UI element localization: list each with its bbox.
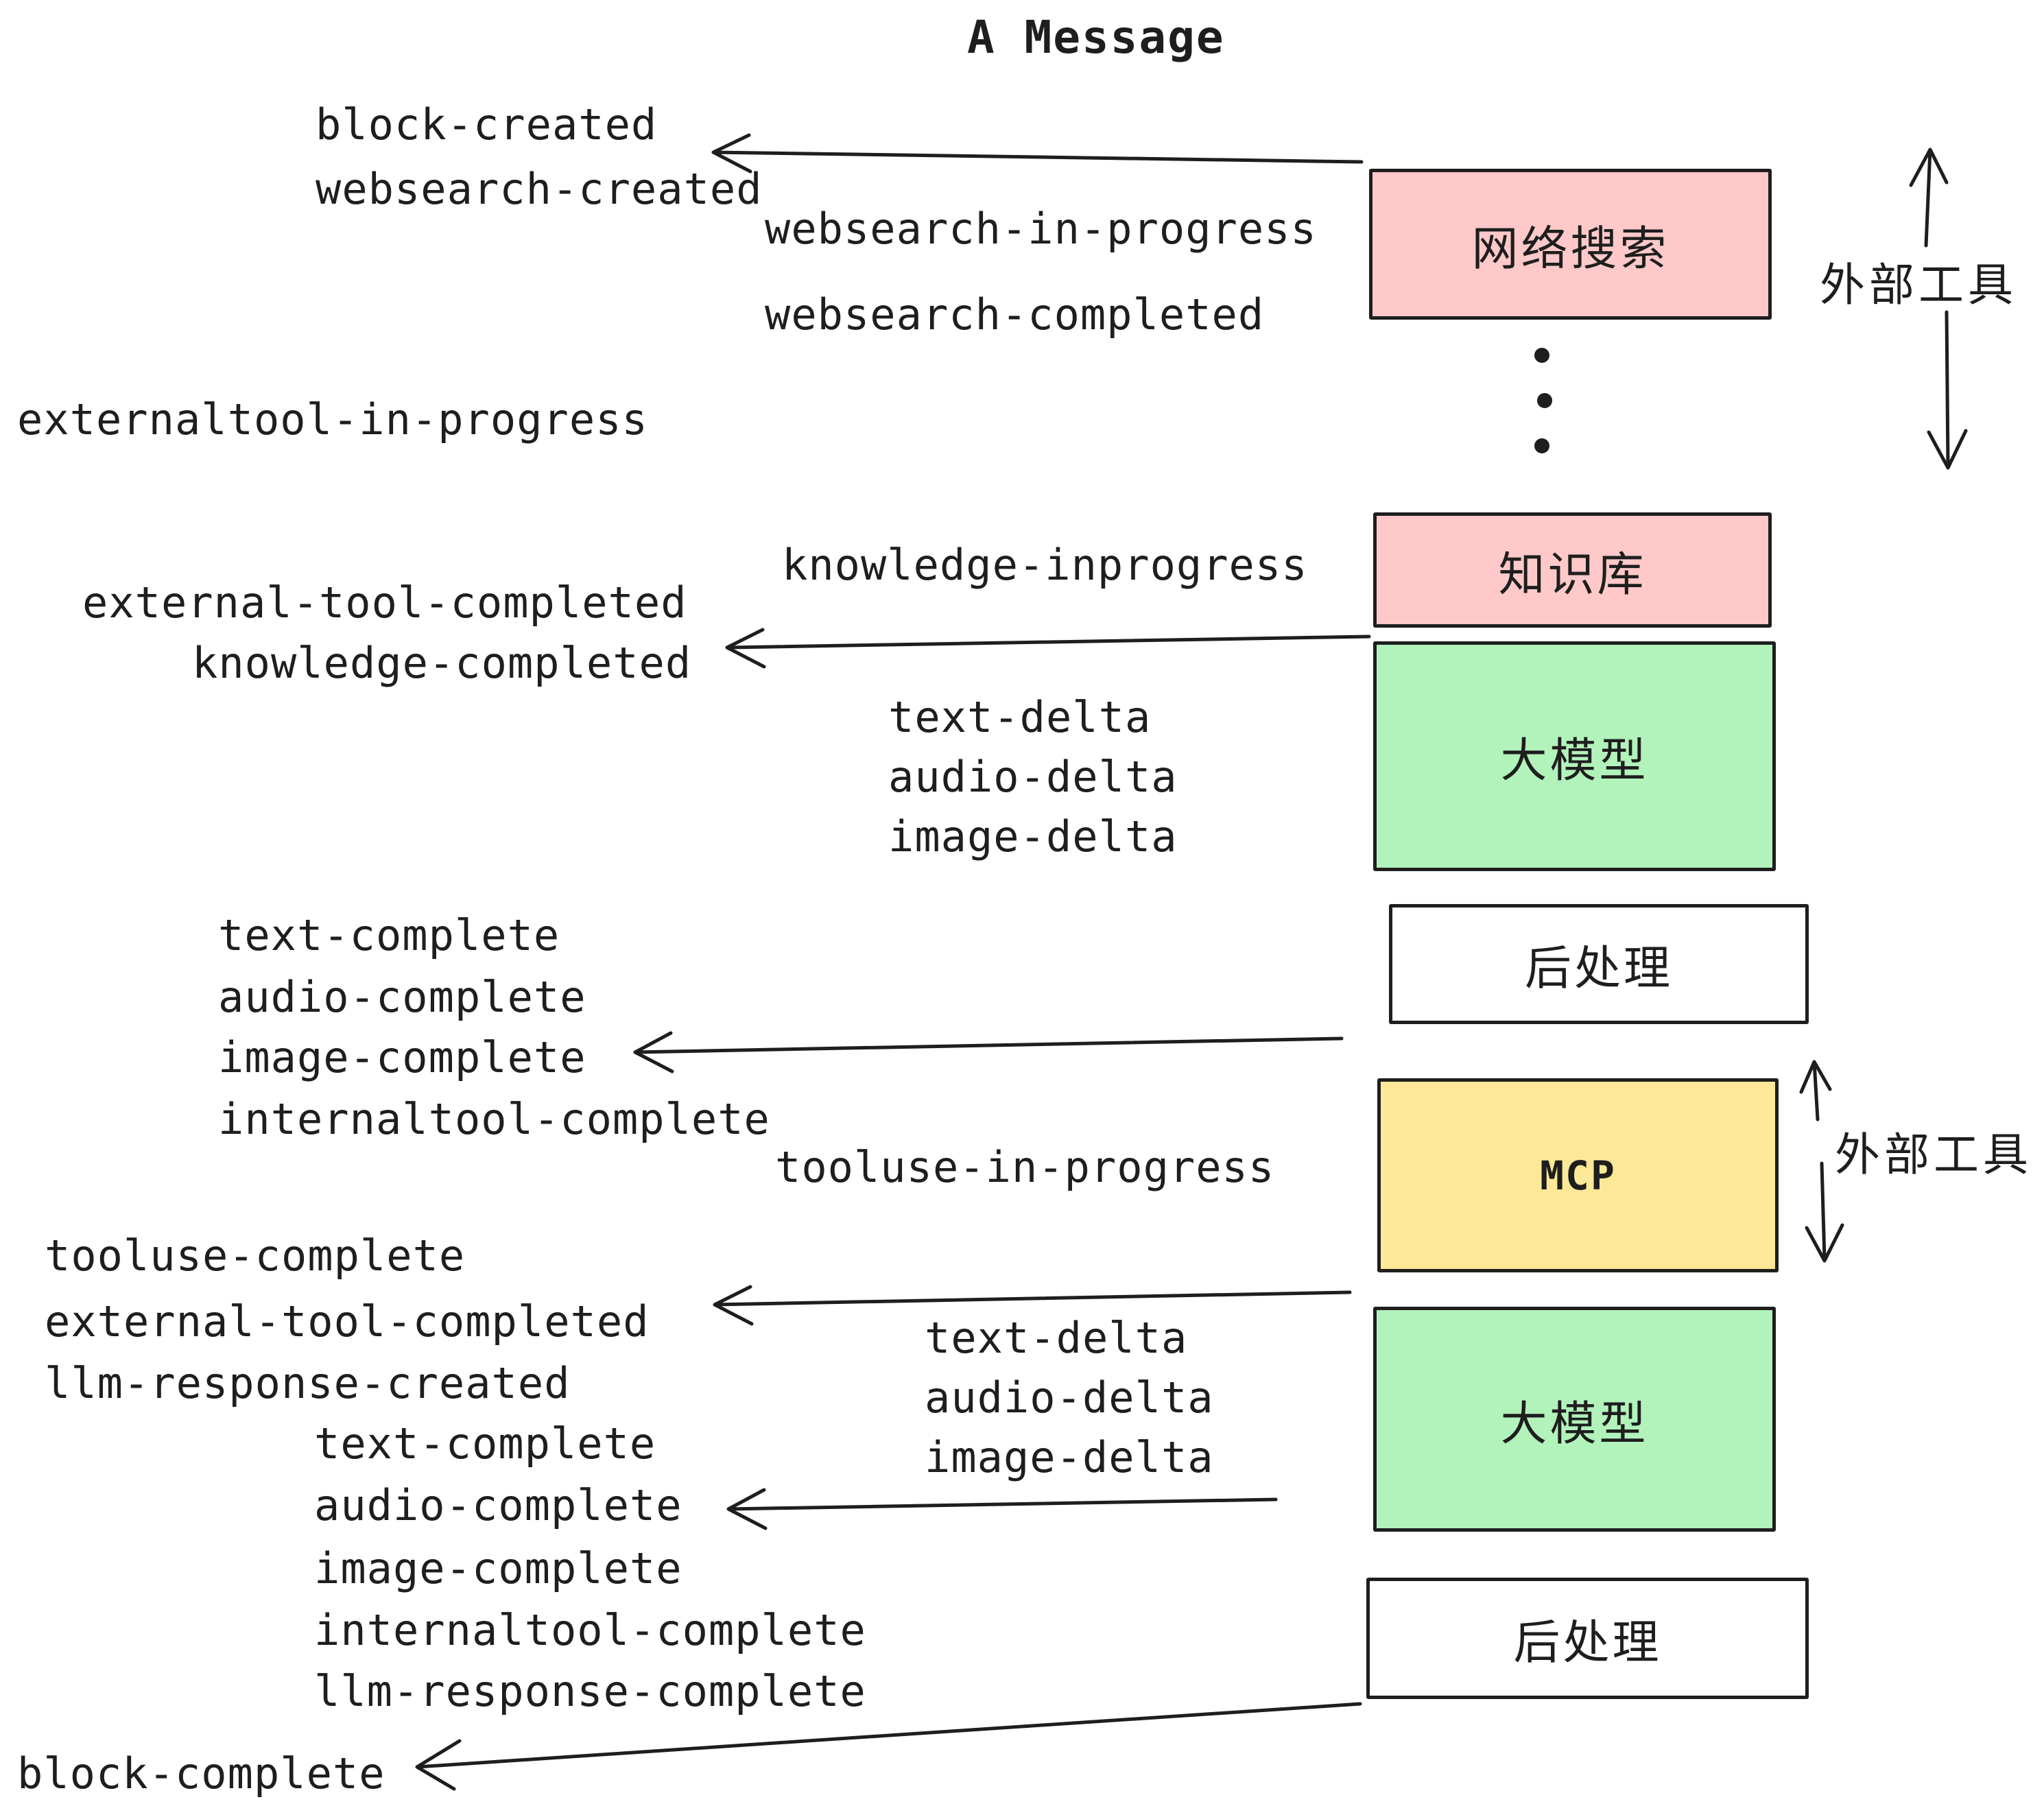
arrow-external-tools-down-1 bbox=[1927, 310, 1968, 470]
arrow-external-tools-up-2 bbox=[1799, 1060, 1832, 1121]
box-knowledge-base: 知识库 bbox=[1373, 512, 1772, 628]
event-websearch-completed: websearch-completed bbox=[765, 289, 1265, 340]
arrow-external-tools-down-2 bbox=[1805, 1161, 1844, 1263]
box-llm-1-label: 大模型 bbox=[1500, 734, 1649, 788]
event-block-complete: block-complete bbox=[17, 1748, 385, 1799]
box-post-process-1: 后处理 bbox=[1389, 904, 1809, 1024]
event-audio-delta-1: audio-delta bbox=[888, 752, 1178, 802]
event-knowledge-inprogress: knowledge-inprogress bbox=[782, 540, 1308, 590]
event-websearch-created: websearch-created bbox=[316, 164, 763, 214]
event-internaltool-complete-2: internaltool-complete bbox=[314, 1605, 866, 1655]
box-web-search-label: 网络搜索 bbox=[1471, 222, 1669, 276]
arrow-audio-complete bbox=[726, 1488, 1278, 1530]
event-image-complete-1: image-complete bbox=[218, 1032, 586, 1082]
box-mcp: MCP bbox=[1377, 1078, 1779, 1272]
external-tools-label-1: 外部工具 bbox=[1820, 259, 2017, 311]
event-image-delta-2: image-delta bbox=[925, 1432, 1214, 1482]
box-llm-2-label: 大模型 bbox=[1500, 1397, 1649, 1451]
event-external-tool-completed-2: external-tool-completed bbox=[45, 1296, 650, 1346]
event-websearch-in-progress: websearch-in-progress bbox=[765, 204, 1317, 254]
event-block-created: block-created bbox=[316, 99, 658, 150]
arrow-knowledge-completed bbox=[725, 628, 1371, 669]
arrow-tooluse-complete bbox=[713, 1285, 1352, 1326]
event-audio-delta-2: audio-delta bbox=[925, 1373, 1214, 1423]
event-text-delta-1: text-delta bbox=[888, 692, 1152, 742]
box-post-process-2-label: 后处理 bbox=[1513, 1616, 1662, 1670]
diagram-title: A Message bbox=[967, 11, 1225, 64]
event-llm-response-complete: llm-response-complete bbox=[314, 1666, 866, 1716]
box-llm-1: 大模型 bbox=[1373, 641, 1776, 871]
event-llm-response-created: llm-response-created bbox=[45, 1358, 571, 1408]
event-audio-complete-2: audio-complete bbox=[314, 1480, 682, 1530]
event-externaltool-in-progress: externaltool-in-progress bbox=[17, 394, 648, 444]
event-internaltool-complete-1: internaltool-complete bbox=[218, 1094, 770, 1144]
event-image-delta-1: image-delta bbox=[888, 811, 1178, 862]
event-text-complete-1: text-complete bbox=[218, 910, 560, 960]
box-post-process-2: 后处理 bbox=[1366, 1578, 1809, 1699]
event-text-complete-2: text-complete bbox=[314, 1419, 656, 1469]
ellipsis-dots bbox=[1534, 348, 1552, 453]
box-post-process-1-label: 后处理 bbox=[1524, 942, 1673, 996]
arrow-block-created bbox=[711, 133, 1364, 174]
arrow-block-complete bbox=[415, 1702, 1362, 1791]
event-image-complete-2: image-complete bbox=[314, 1543, 682, 1593]
event-external-tool-completed-1: external-tool-completed bbox=[82, 578, 687, 628]
event-tooluse-complete: tooluse-complete bbox=[45, 1231, 466, 1281]
box-knowledge-base-label: 知识库 bbox=[1498, 547, 1647, 602]
box-mcp-label: MCP bbox=[1540, 1152, 1616, 1199]
arrow-image-complete bbox=[633, 1031, 1344, 1073]
event-tooluse-in-progress: tooluse-in-progress bbox=[775, 1142, 1275, 1192]
arrow-external-tools-up-1 bbox=[1909, 147, 1949, 248]
box-web-search: 网络搜索 bbox=[1369, 169, 1772, 320]
box-llm-2: 大模型 bbox=[1373, 1307, 1776, 1532]
event-text-delta-2: text-delta bbox=[925, 1313, 1188, 1363]
event-audio-complete-1: audio-complete bbox=[218, 972, 586, 1022]
external-tools-label-2: 外部工具 bbox=[1835, 1128, 2032, 1181]
event-knowledge-completed: knowledge-completed bbox=[192, 638, 692, 688]
